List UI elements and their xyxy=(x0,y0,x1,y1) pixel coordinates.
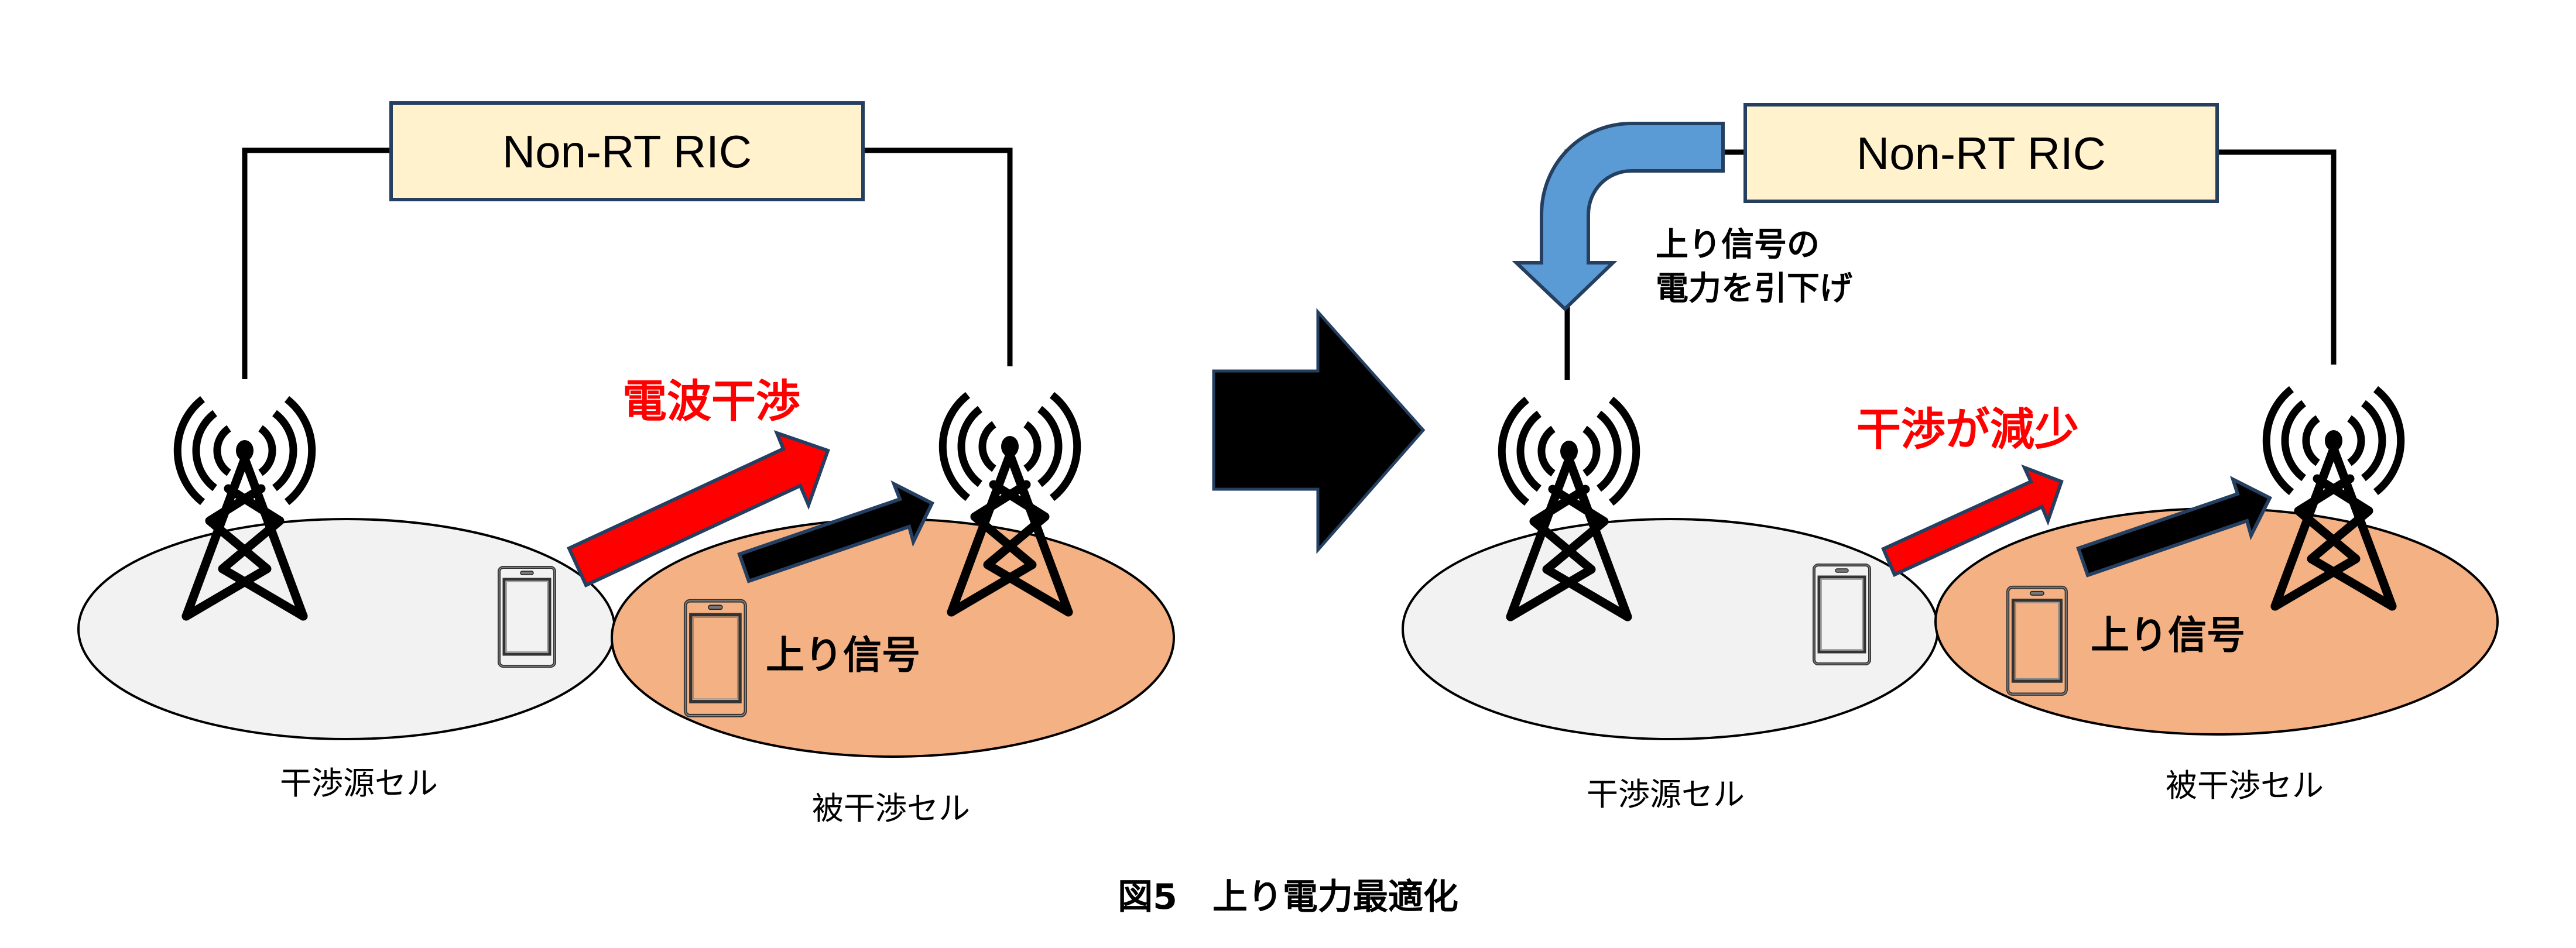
right-arrow-icon xyxy=(1212,308,1426,554)
uplink-label: 上り信号 xyxy=(2091,613,2245,658)
curved-down-arrow-icon xyxy=(1512,122,1725,312)
source-cell-label: 干渉源セル xyxy=(280,765,438,802)
uplink-signal-arrow xyxy=(2076,476,2273,578)
ric-link-victim xyxy=(863,147,1013,366)
power-reduction-note-line1: 上り信号の xyxy=(1656,226,1820,264)
ric-box[interactable]: Non-RT RIC xyxy=(1743,103,2219,203)
cell-tower-icon xyxy=(177,399,311,616)
power-reduction-note-line2: 電力を引下げ xyxy=(1656,270,1852,308)
cell-tower-icon xyxy=(943,395,1077,612)
interference-arrow xyxy=(1881,464,2064,578)
victim-cell-label: 被干渉セル xyxy=(2166,767,2324,804)
cell-tower-icon xyxy=(2266,389,2400,606)
uplink-signal-arrow xyxy=(737,480,934,583)
ric-label: Non-RT RIC xyxy=(1856,128,2106,179)
victim-cell-label: 被干渉セル xyxy=(812,790,970,827)
ric-link-source xyxy=(242,147,390,379)
source-cell-label: 干渉源セル xyxy=(1587,776,1745,813)
figure-caption: 図5 上り電力最適化 xyxy=(1118,877,1458,918)
source-cell xyxy=(77,518,616,740)
interference-arrow xyxy=(567,430,830,588)
interference-label: 電波干渉 xyxy=(622,375,800,427)
ric-box[interactable]: Non-RT RIC xyxy=(389,101,865,201)
ric-link-victim xyxy=(2217,149,2337,365)
ric-label: Non-RT RIC xyxy=(502,126,752,177)
uplink-label: 上り信号 xyxy=(766,633,920,678)
source-cell xyxy=(1402,518,1939,740)
after-panel: Non-RT RIC 上り信号の 電力を引下げ 干渉が減少 上り信号 干渉源セル… xyxy=(1402,103,2499,813)
cell-tower-icon xyxy=(1502,400,1636,617)
interference-reduced-label: 干渉が減少 xyxy=(1856,403,2079,455)
before-panel: Non-RT RIC 電波干渉 上り信号 干渉源セル 被干渉セル xyxy=(77,101,1175,827)
